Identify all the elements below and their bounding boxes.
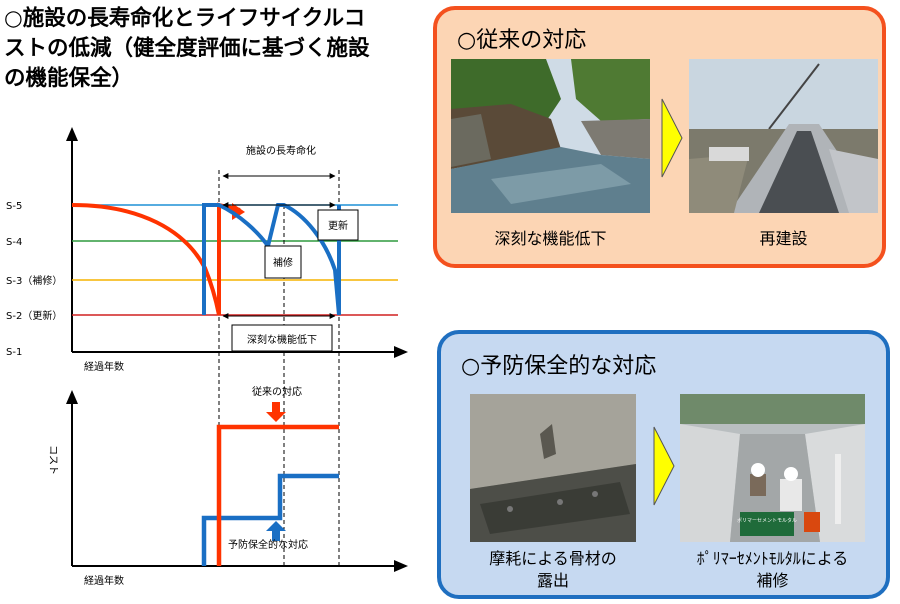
preventive-caption-left-line-1: 摩耗による骨材の (489, 549, 617, 568)
repair-label: 補修 (273, 256, 293, 269)
condition-x-label: 経過年数 (84, 360, 124, 373)
page-title-line-1: ○施設の長寿命化とライフサイクルコ (4, 6, 366, 31)
preventive-caption-right-line-1: ﾎﾟﾘﾏｰｾﾒﾝﾄﾓﾙﾀﾙによる (696, 549, 849, 568)
condition-x-axis-arrow (394, 346, 408, 358)
preventive-cost-label: 予防保全的な対応 (228, 538, 308, 551)
level-label-s1: S-1 (6, 347, 22, 358)
conventional-transition-arrow (661, 98, 683, 178)
cost-chart: コスト 経過年数 従来の対応 予防保全的な対応 (47, 385, 408, 587)
conventional-caption-right: 再建設 (759, 229, 808, 248)
repair-work-image: ポリマーセメントモルタル (680, 394, 865, 542)
conventional-panel-title: ○従来の対応 (457, 28, 587, 53)
condition-chart: S-5 S-4 S-3（補修） S-2（更新） S-1 施設の長寿命化 補修 更… (6, 127, 408, 565)
preventive-cost-line (201, 473, 339, 566)
reconstruction-image (689, 59, 878, 213)
level-label-s2: S-2（更新） (6, 309, 62, 322)
preventive-caption-left-line-2: 露出 (536, 571, 569, 590)
deteriorated-canal-photo (451, 59, 650, 213)
level-label-s3: S-3（補修） (6, 274, 62, 287)
page-title-line-3: の機能保全） (4, 66, 134, 91)
preventive-caption-left: 摩耗による骨材の 露出 (470, 548, 636, 592)
repair-work-photo: ポリマーセメントモルタル (680, 394, 865, 542)
preventive-caption-right-line-2: 補修 (756, 571, 789, 590)
renew-label-box (317, 209, 359, 241)
conventional-cost-label: 従来の対応 (252, 385, 302, 398)
renew-label: 更新 (328, 219, 348, 232)
cost-x-axis-arrow (394, 560, 408, 572)
deteriorated-canal-image (451, 59, 650, 213)
wear-image (470, 394, 636, 542)
repair-label-box (264, 245, 302, 279)
level-label-s4: S-4 (6, 237, 22, 248)
wear-photo (470, 394, 636, 542)
lifecycle-diagram: S-5 S-4 S-3（補修） S-2（更新） S-1 施設の長寿命化 補修 更… (6, 127, 408, 587)
conventional-deterioration-curve (71, 202, 241, 316)
level-label-s5: S-5 (6, 201, 22, 212)
cost-y-axis-arrow (66, 390, 78, 404)
conventional-response-panel: ○従来の対応 深刻な機能低下 再建設 (433, 6, 886, 268)
preventive-panel-title: ○予防保全的な対応 (461, 354, 657, 379)
conventional-cost-line (216, 424, 339, 566)
preventive-response-panel: ○予防保全的な対応 (437, 330, 890, 599)
cost-y-label: コスト (47, 445, 58, 475)
deep-decline-box (231, 324, 333, 352)
page-title-line-2: ストの低減（健全度評価に基づく施設 (4, 36, 370, 61)
deep-decline-label: 深刻な機能低下 (247, 333, 317, 346)
life-extension-label: 施設の長寿命化 (246, 144, 316, 157)
preventive-transition-arrow (653, 426, 675, 506)
photo-work-sign: ポリマーセメントモルタル (737, 517, 797, 524)
condition-y-axis-arrow (66, 127, 78, 141)
page-title: ○施設の長寿命化とライフサイクルコ ストの低減（健全度評価に基づく施設 の機能保… (4, 4, 429, 94)
reconstruction-photo (689, 59, 878, 213)
cost-x-label: 経過年数 (84, 574, 124, 587)
preventive-caption-right: ﾎﾟﾘﾏｰｾﾒﾝﾄﾓﾙﾀﾙによる 補修 (670, 548, 875, 592)
conventional-caption-left: 深刻な機能低下 (494, 229, 607, 248)
conventional-cost-arrow (266, 402, 286, 422)
preventive-cost-arrow (266, 521, 286, 541)
